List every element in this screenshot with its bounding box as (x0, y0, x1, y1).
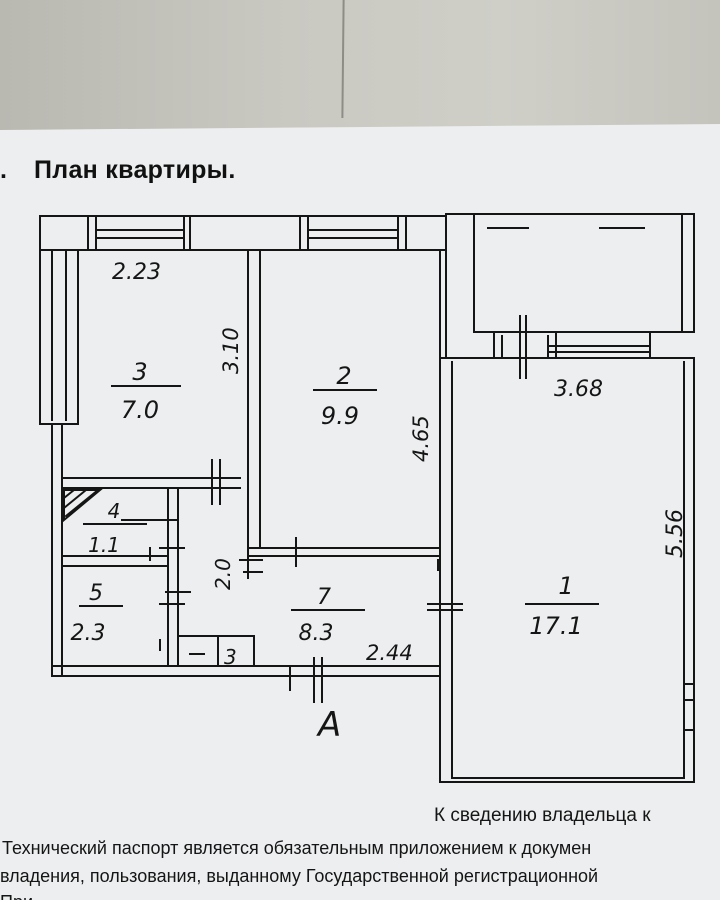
page-title: . План квартиры. (0, 156, 236, 185)
dim-room3-length: 3.10 (219, 327, 243, 374)
room7-number: 7 (317, 585, 331, 610)
wall-2-1 (439, 249, 447, 549)
room1-area: 17.1 (529, 612, 582, 640)
dim-room1-length: 5.56 (663, 509, 688, 558)
room4-area: 1.1 (88, 533, 120, 557)
wall-2-7 (247, 547, 441, 557)
note-line-1: Технический паспорт является обязательны… (2, 838, 592, 858)
bottom-wall (51, 665, 441, 677)
entrance-marker: А (316, 705, 341, 745)
note-line-2: владения, пользования, выданному Государ… (0, 866, 599, 886)
closet-label: 3 (224, 645, 237, 669)
dim-hall-width: 2.44 (366, 641, 413, 665)
title-text: План квартиры. (34, 156, 236, 184)
room4-number: 4 (108, 499, 121, 523)
room5-number: 5 (89, 581, 103, 606)
wall-3-2 (247, 249, 261, 579)
room3-number: 3 (132, 358, 147, 386)
note-line-3: При (0, 892, 33, 900)
room1-walls (439, 357, 695, 783)
entrance-door (289, 657, 323, 703)
closet (177, 635, 255, 667)
room2-number: 2 (336, 362, 351, 390)
dim-room2-length: 4.65 (409, 415, 433, 462)
dim-corridor-width: 2.0 (211, 558, 235, 590)
title-bullet: . (0, 156, 8, 184)
room1-number: 1 (558, 572, 573, 600)
room5-area: 2.3 (71, 621, 106, 646)
dim-room3-width: 2.23 (112, 260, 161, 285)
note-heading: К сведению владельца к (434, 805, 651, 826)
room2-area: 9.9 (321, 402, 359, 430)
vent-shaft (39, 249, 79, 425)
dim-room1-width: 3.68 (554, 377, 603, 402)
room7-area: 8.3 (299, 621, 334, 646)
balcony (445, 213, 695, 333)
hatched-zone (63, 489, 103, 523)
room3-area: 7.0 (121, 396, 159, 424)
top-wall (39, 215, 447, 251)
window-room2 (299, 215, 407, 251)
window-room1 (493, 333, 651, 359)
window-room3 (87, 215, 191, 251)
background-wall (0, 0, 720, 140)
paper-sheet (0, 124, 720, 900)
door-room1 (427, 603, 463, 611)
